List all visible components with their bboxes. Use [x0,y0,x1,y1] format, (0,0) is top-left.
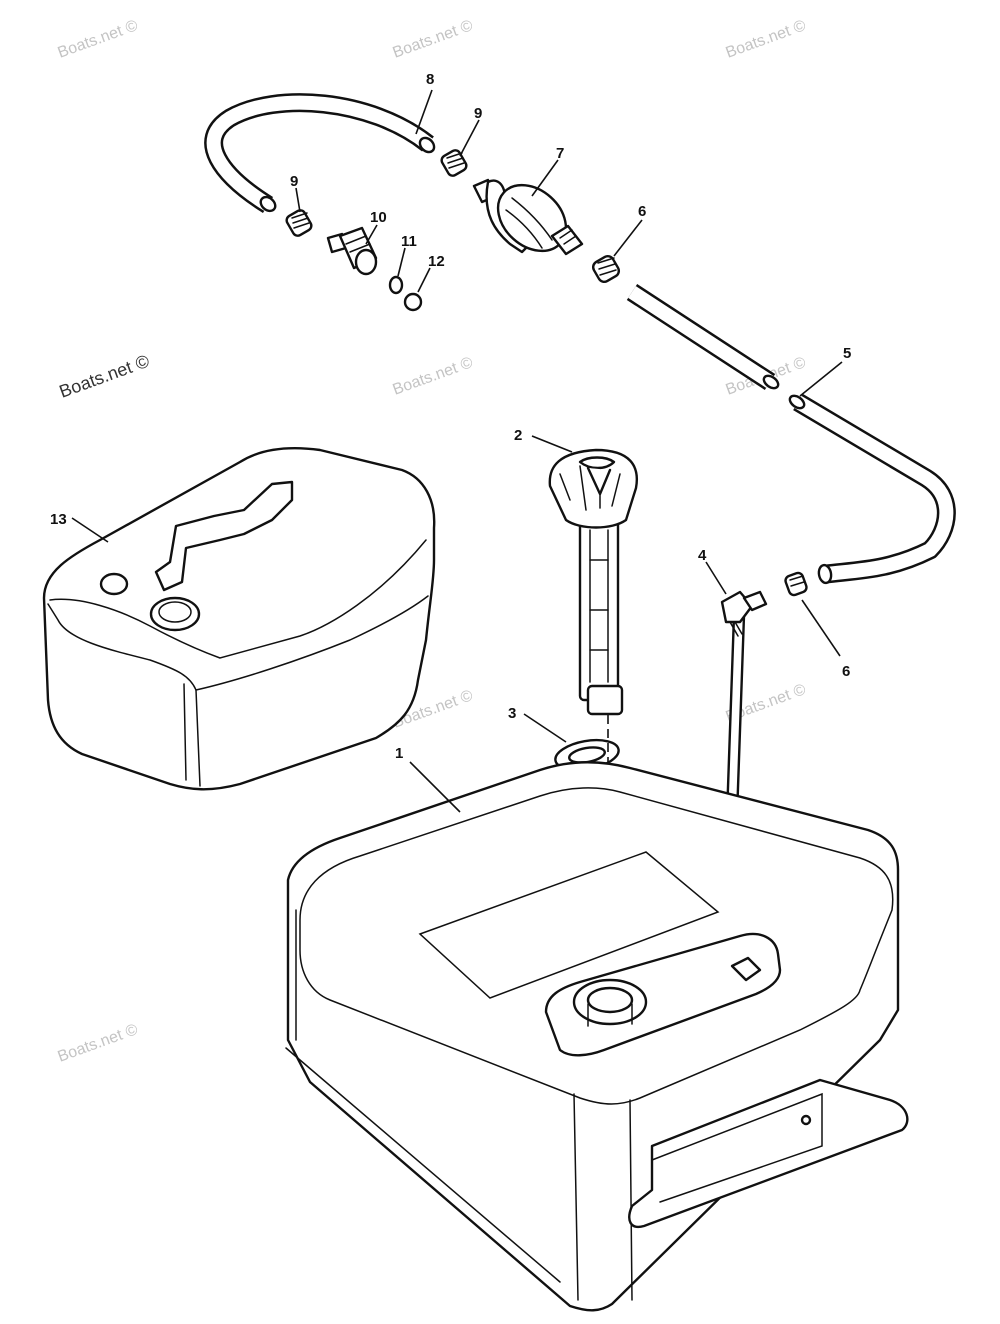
callout-2: 2 [514,427,522,444]
watermark-text: Boats.net © [57,351,152,402]
part-10-connector [326,226,378,276]
part-12-o-ring [403,292,423,312]
part-13-fuel-tank [42,446,436,791]
part-9-hose-clamp [440,149,468,177]
callout-8: 8 [426,71,434,88]
callout-6: 6 [842,663,850,680]
watermark-text: Boats.net © [56,17,141,62]
watermark-text: Boats.net © [56,1021,141,1066]
part-9-hose-clamp [285,209,313,237]
watermark-text: Boats.net © [724,17,809,62]
callout-5: 5 [843,345,851,362]
callout-13: 13 [50,511,67,528]
callout-4: 4 [698,547,707,564]
part-11-o-ring [388,275,404,295]
callout-7: 7 [556,145,564,162]
part-1-fuel-tank [285,761,909,1312]
part-5-fuel-hose [626,284,956,585]
part-6-hose-clamp [784,571,808,597]
part-2-fuel-gauge [548,448,638,716]
callout-3: 3 [508,705,516,722]
leader-lines [71,89,843,813]
part-8-fuel-hose [204,93,436,214]
callout-9: 9 [474,105,482,122]
callout-6: 6 [638,203,646,220]
callout-9: 9 [290,173,298,190]
watermark-text: Boats.net © [391,17,476,62]
callout-10: 10 [370,209,387,226]
part-6-hose-clamp [591,254,621,284]
callout-12: 12 [428,253,445,270]
watermark-text: Boats.net © [391,354,476,399]
callout-1: 1 [395,745,403,762]
callout-labels: 8 9 7 9 10 6 11 12 5 2 13 4 6 3 1 [50,71,851,762]
callout-11: 11 [401,233,417,250]
part-7-primer-bulb [472,178,584,256]
